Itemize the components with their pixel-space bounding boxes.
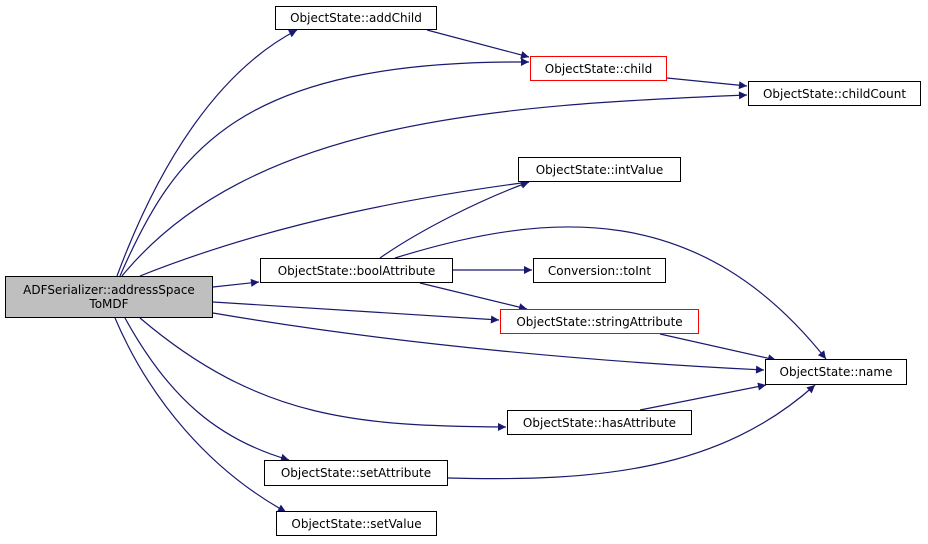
edge-root-to-child — [119, 57, 530, 277]
node-boolattribute[interactable]: ObjectState::boolAttribute — [260, 258, 453, 283]
edge-root-to-hasattribute — [139, 317, 507, 431]
node-setattribute[interactable]: ObjectState::setAttribute — [264, 460, 448, 486]
node-intvalue[interactable]: ObjectState::intValue — [518, 157, 681, 182]
node-setvalue[interactable]: ObjectState::setValue — [276, 511, 437, 536]
edge-root-to-setattribute — [124, 317, 290, 462]
edge-root-to-childcount — [121, 91, 748, 277]
edge-setattribute-to-name — [447, 384, 816, 480]
edge-root-to-addchild — [116, 29, 298, 277]
node-setvalue-label: ObjectState::setValue — [291, 516, 422, 531]
node-hasattribute-label: ObjectState::hasAttribute — [522, 415, 677, 430]
node-name[interactable]: ObjectState::name — [765, 359, 907, 385]
edge-root-to-name — [212, 312, 765, 374]
node-addchild-label: ObjectState::addChild — [290, 11, 422, 25]
edge-child-to-childcount — [666, 77, 748, 90]
node-root-label-line2: ToMDF — [89, 297, 129, 311]
edge-root-to-setvalue — [114, 317, 287, 513]
edge-root-to-stringattribute — [212, 301, 500, 324]
node-intvalue-label: ObjectState::intValue — [535, 162, 664, 177]
node-name-label: ObjectState::name — [779, 365, 893, 379]
node-child-label: ObjectState::child — [544, 61, 653, 76]
node-childcount[interactable]: ObjectState::childCount — [748, 81, 921, 106]
node-toint-label: Conversion::toInt — [547, 263, 652, 278]
node-setattribute-label: ObjectState::setAttribute — [280, 466, 432, 480]
node-root-label-line1: ADFSerializer::addressSpace — [23, 283, 195, 297]
node-hasattribute[interactable]: ObjectState::hasAttribute — [507, 410, 692, 435]
edge-boolattribute-to-name — [394, 226, 827, 360]
edge-root-to-intvalue — [139, 179, 530, 277]
edge-boolattribute-to-intvalue — [379, 181, 530, 259]
node-stringattribute[interactable]: ObjectState::stringAttribute — [500, 309, 699, 334]
edge-root-to-boolattribute — [212, 278, 260, 288]
node-addchild[interactable]: ObjectState::addChild — [275, 6, 437, 30]
node-boolattribute-label: ObjectState::boolAttribute — [277, 263, 436, 278]
edge-addchild-to-child — [426, 29, 530, 59]
node-toint[interactable]: Conversion::toInt — [533, 258, 666, 283]
edge-boolattribute-to-stringattribute — [419, 282, 528, 311]
node-child[interactable]: ObjectState::child — [530, 56, 667, 81]
node-childcount-label: ObjectState::childCount — [762, 86, 907, 101]
edge-stringattribute-to-name — [659, 333, 777, 363]
node-stringattribute-label: ObjectState::stringAttribute — [516, 314, 683, 329]
node-root-addressspacetomdf: ADFSerializer::addressSpace ToMDF — [5, 276, 213, 318]
edge-hasattribute-to-name — [639, 382, 767, 411]
